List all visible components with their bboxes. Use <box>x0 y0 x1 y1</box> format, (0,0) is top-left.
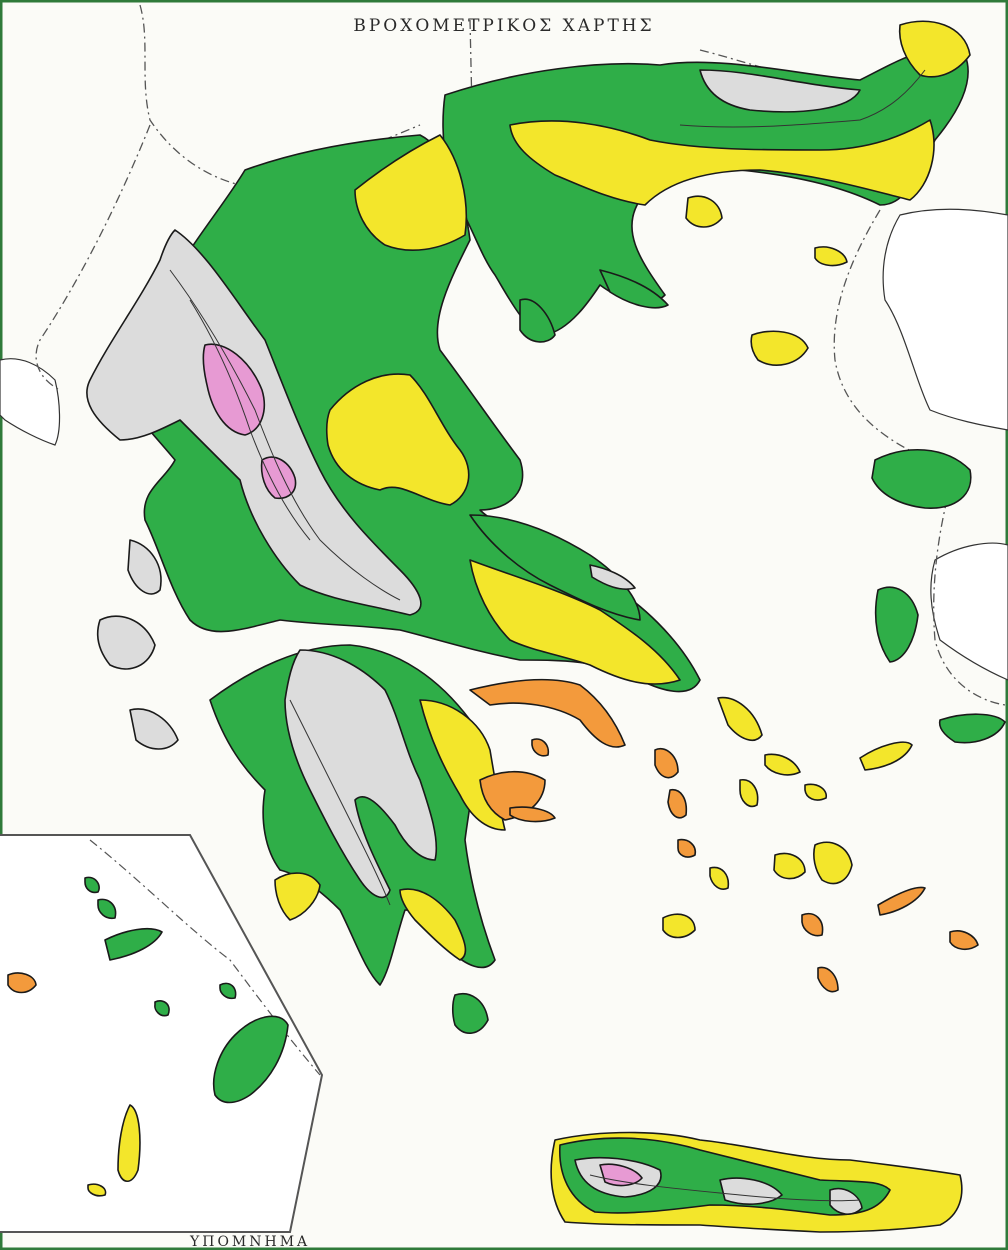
zone-low-evros <box>898 20 971 78</box>
zone-medium-leros <box>97 898 117 920</box>
zone-very-high-crete-west <box>599 1163 643 1187</box>
zone-low-lemnos <box>750 330 809 366</box>
contour-thrace <box>679 69 926 128</box>
zone-medium-crete <box>559 1137 891 1216</box>
contour-pindos-1 <box>169 269 401 601</box>
contour-crete <box>589 1174 861 1202</box>
zone-high-corfu <box>127 539 162 595</box>
zone-medium-symi <box>219 982 237 1000</box>
zone-low-mykonos <box>804 783 828 801</box>
zone-high-peloponnese <box>284 649 438 899</box>
zone-medium-euboea <box>469 514 641 621</box>
turkey-west <box>882 208 1008 431</box>
zone-medium-lesvos <box>871 448 972 509</box>
zone-high-kefalonia <box>96 615 156 670</box>
zone-low-paros <box>773 852 806 880</box>
zone-medium-tilos <box>154 1000 170 1017</box>
zone-low-messinia <box>274 872 321 921</box>
zone-medium-chalkidiki-2 <box>599 269 669 309</box>
zone-medium-kos <box>104 928 163 961</box>
zone-very-low-astypalea <box>949 930 979 951</box>
rainfall-zones <box>7 20 1006 1233</box>
zone-very-low-kythnos <box>667 789 688 819</box>
contour-pindos-2 <box>189 299 311 541</box>
zone-low-thessaly <box>325 373 470 506</box>
inset-border <box>89 839 321 1076</box>
legend-heading: ΥΠΟΜΝΗΜΑ <box>190 1234 311 1250</box>
zone-low-andros <box>717 696 763 741</box>
zone-medium-patmos <box>84 876 100 894</box>
isohyet-contours <box>169 69 926 1202</box>
zone-medium-chalkidiki-1 <box>519 298 556 343</box>
zone-high-euboea <box>589 564 636 590</box>
zone-low-tinos <box>764 753 801 776</box>
zone-very-low-hydra <box>509 806 556 823</box>
turkey-coast <box>930 542 1008 681</box>
zone-high-crete-dikti <box>829 1188 863 1215</box>
albania <box>0 358 61 446</box>
zone-low-thrace-strip <box>509 119 935 206</box>
zone-high-rhodope <box>699 69 861 113</box>
zone-low-karpathos <box>117 1104 141 1183</box>
zone-low-syros <box>739 779 759 808</box>
zone-medium-samos <box>938 713 1006 744</box>
zone-low-milos <box>662 913 696 939</box>
zone-low-sifnos <box>709 866 730 890</box>
zone-very-low-aegina <box>531 738 550 757</box>
contour-peloponnese <box>289 699 391 906</box>
zone-medium-kythira <box>451 993 489 1034</box>
zone-low-naxos <box>813 841 853 885</box>
zone-very-low-attica <box>469 678 626 748</box>
zone-low-peloponnese-south <box>399 888 467 961</box>
zone-low-boeotia <box>469 559 681 685</box>
zone-low-macedonia <box>354 134 468 251</box>
map-title: ΒΡΟΧΟΜΕΤΡΙΚΟΣ ΧΑΡΤΗΣ <box>353 16 655 36</box>
zone-very-high-pindos <box>202 343 266 436</box>
zone-medium-chios <box>874 586 919 663</box>
zone-very-low-serifos <box>677 838 697 858</box>
zone-very-low-astypalaia-inset <box>7 972 37 994</box>
inset-frame <box>0 834 324 1233</box>
zone-low-thasos <box>685 195 723 228</box>
zone-high-zakynthos <box>129 708 179 750</box>
zone-very-low-ios <box>801 913 824 937</box>
zone-low-kasos <box>87 1183 107 1197</box>
neighbouring-countries <box>0 208 1008 681</box>
zone-low-samothrace <box>814 246 848 267</box>
border-north-east <box>699 49 881 87</box>
zone-low-ikaria <box>859 741 913 771</box>
zone-very-low-amorgos <box>877 886 926 916</box>
border-north <box>469 19 473 111</box>
zone-very-low-kea <box>654 748 679 779</box>
zone-very-low-santorini <box>817 966 839 993</box>
zone-medium-rhodes <box>212 1015 289 1104</box>
border-albania <box>35 124 151 391</box>
